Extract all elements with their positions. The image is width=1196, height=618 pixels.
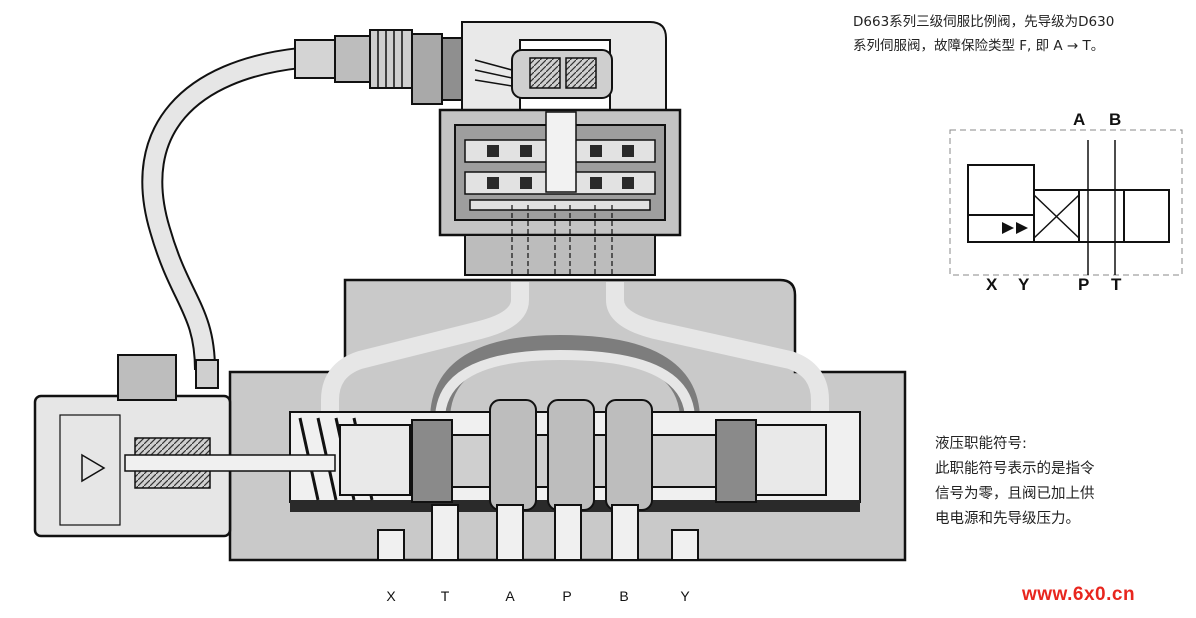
symbol-port-b: B [1109,110,1122,129]
position-transducer-electronics [33,354,336,538]
symbol-port-y: Y [1018,275,1030,294]
symbol-caption-heading: 液压职能符号: [935,436,1027,452]
valve-port-y: Y [680,588,690,604]
electrical-connector [294,29,465,105]
symbol-caption-line-2: 信号为零，且阀已加上供 [935,486,1095,502]
hydraulic-symbol [949,129,1183,276]
watermark-text: www.6x0.cn [1022,584,1136,605]
symbol-port-p: P [1078,275,1090,294]
pilot-valve-cover [461,21,667,111]
signal-cable [141,47,302,371]
hydraulic-symbol-caption: 液压职能符号: 此职能符号表示的是指令 信号为零，且阀已加上供 电电源和先导级压… [935,432,1095,532]
valve-port-p: P [562,588,572,604]
pilot-adapter-plate [464,205,656,276]
title-caption-line-2: 系列伺服阀，故障保险类型 F, 即 A → T。 [853,38,1105,54]
valve-port-b: B [619,588,629,604]
title-caption: D663系列三级伺服比例阀，先导级为D630 系列伺服阀，故障保险类型 F, 即… [853,10,1114,58]
symbol-port-a: A [1073,110,1086,129]
pilot-valve-body [438,108,682,237]
title-caption-line-1: D663系列三级伺服比例阀，先导级为D630 [853,14,1115,30]
valve-port-t: T [440,588,450,604]
main-spool [339,399,827,511]
valve-port-x: X [386,588,396,604]
valve-ports [377,504,699,561]
symbol-port-t: T [1111,275,1122,294]
symbol-caption-line-1: 此职能符号表示的是指令 [935,461,1095,477]
symbol-caption-line-3: 电电源和先导级压力。 [935,511,1080,527]
valve-port-a: A [505,588,515,604]
symbol-port-x: X [986,275,998,294]
